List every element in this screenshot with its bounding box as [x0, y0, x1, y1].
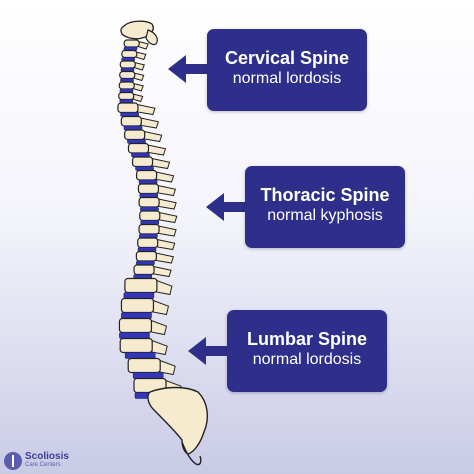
lumbar-arrow-head [188, 337, 206, 365]
atlas-vertebra [120, 20, 154, 40]
lumbar-title: Lumbar Spine [246, 329, 367, 349]
atlas-process [145, 29, 158, 46]
lumbar-subtitle: normal lordosis [252, 351, 362, 368]
logo-tagline: Care Centers [25, 462, 61, 468]
intervertebral-disc [124, 352, 156, 359]
cervical-title: Cervical Spine [224, 48, 350, 68]
vertebral-body [118, 317, 153, 334]
thoracic-arrow-shaft [224, 202, 248, 212]
vertebral-body [119, 337, 153, 354]
cervical-arrow-shaft [186, 64, 210, 74]
lumbar-arrow-shaft [206, 346, 230, 356]
vertebral-body [127, 142, 150, 154]
vertebral-body [118, 91, 135, 101]
vertebral-body [139, 210, 161, 222]
vertebral-body [123, 39, 140, 48]
brand-logo: Scoliosis Care Centers [4, 452, 69, 470]
cervical-label-box: Cervical Spine normal lordosis [207, 29, 367, 111]
logo-name: Scoliosis [25, 451, 69, 462]
vertebral-body [137, 237, 159, 249]
vertebral-body [120, 297, 155, 314]
vertebral-body [131, 156, 154, 168]
vertebral-body [135, 169, 158, 181]
lumbar-label-box: Lumbar Spine normal lordosis [227, 310, 387, 392]
thoracic-title: Thoracic Spine [260, 185, 390, 205]
vertebral-body [135, 250, 157, 262]
vertebral-body [133, 264, 155, 276]
vertebral-body [118, 81, 135, 90]
cervical-arrow-head [168, 55, 186, 83]
vertebral-body [121, 49, 138, 59]
vertebral-body [138, 196, 160, 208]
thoracic-subtitle: normal kyphosis [267, 207, 383, 224]
intervertebral-disc [123, 292, 155, 299]
thoracic-label-box: Thoracic Spine normal kyphosis [245, 166, 405, 248]
thoracic-arrow-head [206, 193, 224, 221]
vertebral-body [127, 357, 161, 374]
vertebral-body [138, 223, 160, 235]
logo-spine-icon [4, 452, 22, 470]
intervertebral-disc [121, 312, 152, 319]
vertebral-body [119, 70, 136, 80]
vertebral-body [124, 277, 158, 294]
sacrum [147, 386, 209, 455]
coccyx [181, 441, 202, 466]
vertebral-body [124, 129, 146, 141]
vertebrae [117, 20, 182, 399]
vertebral-body [120, 115, 142, 127]
vertebral-body [137, 183, 160, 195]
vertebral-body [119, 60, 136, 69]
intervertebral-disc [132, 372, 164, 379]
cervical-subtitle: normal lordosis [232, 70, 342, 87]
intervertebral-disc [119, 332, 150, 339]
vertebral-body [117, 102, 139, 114]
